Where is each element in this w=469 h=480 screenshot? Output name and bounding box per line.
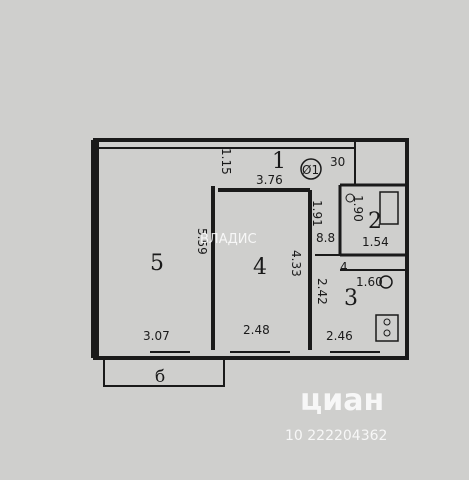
burner-2 xyxy=(383,329,391,337)
sink xyxy=(345,193,355,203)
corridor-marker: Ø1 xyxy=(302,163,319,177)
dim-5-59: 5.59 xyxy=(195,228,209,255)
room-2-label: 2 xyxy=(368,209,382,234)
dim-1-15: 1.15 xyxy=(219,148,233,175)
stove xyxy=(375,314,399,342)
dim-1-90: 1.90 xyxy=(351,195,365,222)
watermark-cian-id: 10 222204362 xyxy=(285,428,387,444)
dim-8-8: 8.8 xyxy=(316,231,335,245)
room-2-dim: 1.54 xyxy=(362,235,389,249)
balcony xyxy=(103,357,225,387)
watermark-cian: циан xyxy=(300,383,384,418)
watermark-vladis: ВЛАДИС xyxy=(200,232,257,247)
balcony-label: б xyxy=(155,367,165,387)
burner-1 xyxy=(383,318,391,326)
room-3-label: 3 xyxy=(344,286,358,311)
room-3-dim: 2.46 xyxy=(326,329,353,343)
room-4-dim: 2.48 xyxy=(243,323,270,337)
corridor-marker-circle xyxy=(300,158,322,180)
room-1-dim: 3.76 xyxy=(256,173,283,187)
room-4-label: 4 xyxy=(253,255,267,280)
room-5-dim: 3.07 xyxy=(143,329,170,343)
fixture-circle xyxy=(379,275,393,289)
dim-4-33: 4.33 xyxy=(289,250,303,277)
dim-30: 30 xyxy=(330,155,345,169)
dim-1-91: 1.91 xyxy=(310,200,324,227)
room-1-label: 1 xyxy=(272,149,286,174)
dim-4: 4 xyxy=(340,260,348,274)
dim-1-60: 1.60 xyxy=(356,275,383,289)
room-5-label: 5 xyxy=(150,251,164,276)
bath-tub xyxy=(379,191,399,225)
walls xyxy=(91,138,409,387)
dim-2-42: 2.42 xyxy=(315,278,329,305)
